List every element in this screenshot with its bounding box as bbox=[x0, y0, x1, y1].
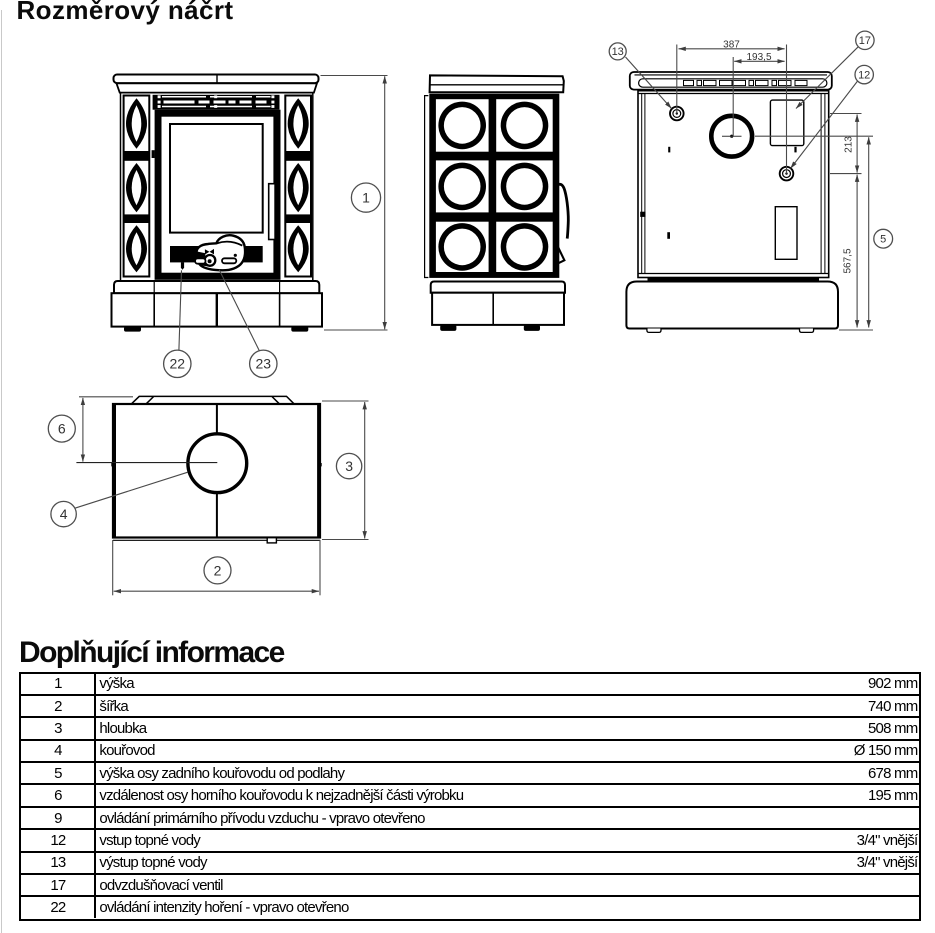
svg-text:213: 213 bbox=[844, 136, 855, 153]
svg-text:567,5: 567,5 bbox=[843, 248, 854, 273]
svg-text:6: 6 bbox=[58, 421, 66, 437]
svg-text:1: 1 bbox=[362, 190, 370, 206]
svg-text:5: 5 bbox=[880, 234, 886, 246]
svg-text:2: 2 bbox=[214, 562, 222, 578]
svg-text:3: 3 bbox=[345, 458, 353, 474]
svg-text:17: 17 bbox=[859, 35, 871, 47]
svg-text:23: 23 bbox=[256, 356, 272, 372]
svg-text:22: 22 bbox=[170, 356, 186, 372]
svg-text:4: 4 bbox=[60, 506, 68, 522]
svg-text:193,5: 193,5 bbox=[746, 52, 771, 63]
svg-text:12: 12 bbox=[858, 70, 870, 82]
svg-text:387: 387 bbox=[723, 39, 740, 50]
svg-text:13: 13 bbox=[612, 46, 624, 58]
